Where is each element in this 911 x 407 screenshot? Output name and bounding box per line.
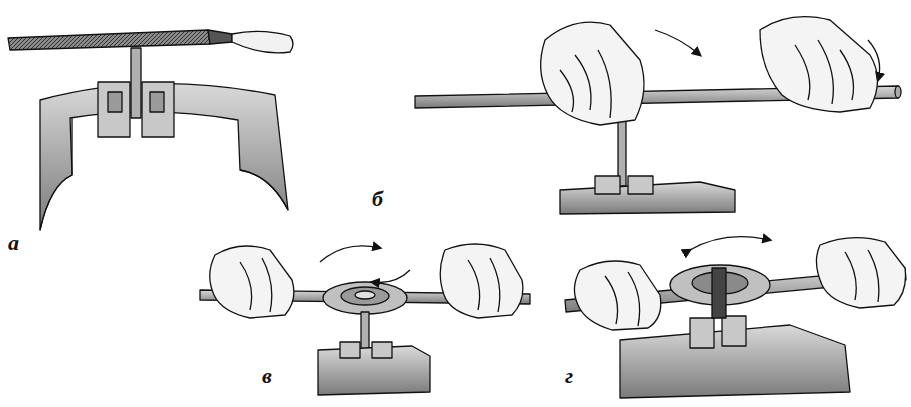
panel-c-die-holder (200, 244, 530, 395)
panel-a-vise (8, 30, 293, 230)
panel-letter: в (262, 365, 272, 387)
panel-b-wrench (415, 17, 901, 214)
panel-letter: а (8, 232, 19, 254)
panel-letter: б (372, 188, 383, 210)
panel-letter: г (565, 365, 573, 387)
panel-d-die-stock (565, 237, 906, 398)
